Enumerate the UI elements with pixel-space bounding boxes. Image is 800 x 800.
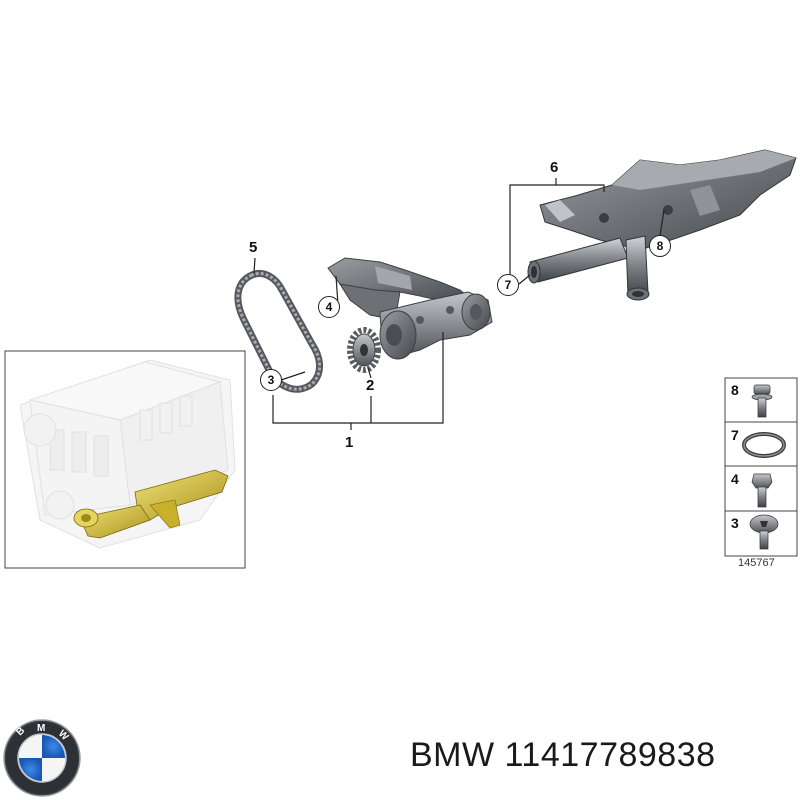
legend-row-4-number: 4 <box>731 471 739 487</box>
callout-8: 8 <box>649 235 671 257</box>
callout-6: 6 <box>550 159 559 176</box>
parts-legend <box>724 377 798 557</box>
brand-name: BMW <box>410 736 495 774</box>
legend-row-7-number: 7 <box>731 427 739 443</box>
callout-4: 4 <box>318 296 340 318</box>
callout-5: 5 <box>249 239 258 256</box>
o-ring-icon <box>742 432 786 458</box>
engine-location-inset <box>4 350 246 569</box>
highlighted-oil-pump <box>73 469 229 539</box>
callout-2: 2 <box>366 377 375 394</box>
hex-bolt-icon <box>751 473 773 508</box>
bmw-logo: B M W <box>3 719 81 797</box>
diagram-number: 145767 <box>738 557 775 569</box>
svg-text:M: M <box>37 723 45 734</box>
callout-7: 7 <box>497 274 519 296</box>
timing-chain <box>234 270 323 393</box>
oil-pump <box>327 257 493 360</box>
legend-row-3-number: 3 <box>731 515 739 531</box>
part-caption: BMW 11417789838 <box>410 736 716 775</box>
part-number: 11417789838 <box>504 736 716 774</box>
oil-pickup-pan <box>527 149 797 301</box>
sprocket <box>347 327 381 373</box>
callout-1: 1 <box>345 434 354 451</box>
torx-screw-icon <box>749 514 779 550</box>
callout-3: 3 <box>260 369 282 391</box>
legend-row-8-number: 8 <box>731 382 739 398</box>
bolt-with-washer-icon <box>751 384 773 418</box>
